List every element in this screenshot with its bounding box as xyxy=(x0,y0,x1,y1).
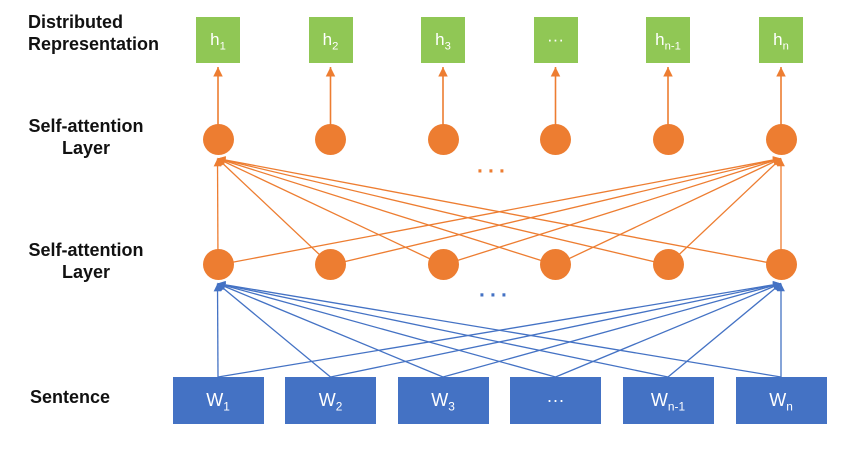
word-node-ellipsis: ··· xyxy=(510,377,601,424)
word-node-3: W3 xyxy=(397,377,489,424)
node-label: Wn xyxy=(769,390,793,414)
h-node-ellipsis: ··· xyxy=(533,17,578,63)
edge xyxy=(330,281,782,378)
node-label: h1 xyxy=(210,30,226,53)
node-label: W1 xyxy=(206,390,230,414)
h-node-3: h3 xyxy=(421,17,465,63)
attention-lower-node-4 xyxy=(540,249,571,280)
attention-lower-node-3 xyxy=(427,249,459,280)
edge xyxy=(442,157,782,266)
sentence-label: Sentence xyxy=(30,387,111,407)
self-attention-layer-1-label: Self-attention Layer xyxy=(28,116,144,158)
edge xyxy=(667,282,782,378)
edge xyxy=(213,283,222,378)
node-label-sub: n xyxy=(782,40,789,53)
h-node-n: hn xyxy=(759,17,803,63)
node-label-base: W xyxy=(206,390,224,410)
edge xyxy=(213,158,222,266)
node-label: ··· xyxy=(547,390,565,411)
edge xyxy=(555,282,782,378)
attention-upper-node-1 xyxy=(202,124,234,155)
node-label: hn-1 xyxy=(655,30,681,53)
attention-lower-node-6 xyxy=(765,249,797,280)
edge xyxy=(442,281,782,378)
node-label-sub: 3 xyxy=(444,40,451,53)
node-label-base: h xyxy=(773,30,783,49)
input-to-lower-last-edges xyxy=(217,280,785,378)
node-label-sub: 3 xyxy=(448,399,455,414)
node-label: Wn-1 xyxy=(650,390,686,414)
attention-lower-node-1 xyxy=(202,249,234,280)
node-label: h2 xyxy=(322,30,339,53)
edge xyxy=(667,158,782,266)
node-label: hn xyxy=(773,30,789,53)
node-label-base: W xyxy=(769,390,787,410)
lower-to-upper-last-edges xyxy=(217,156,785,266)
edge xyxy=(217,281,669,378)
h-node-n-1: hn-1 xyxy=(646,17,690,63)
attention-upper-node-4 xyxy=(540,124,571,155)
word-node-n-1: Wn-1 xyxy=(622,377,714,424)
edge xyxy=(217,280,782,378)
node-label: ··· xyxy=(547,30,564,50)
node-label-sub: n xyxy=(786,399,793,414)
edge xyxy=(217,282,444,378)
node-label: h3 xyxy=(435,30,451,53)
word-node-1: W1 xyxy=(172,377,264,424)
attention-upper-node-3 xyxy=(427,124,459,155)
node-label: W3 xyxy=(431,390,455,414)
node-label: W2 xyxy=(318,390,343,414)
word-node-n: Wn xyxy=(735,377,827,424)
edge xyxy=(330,156,782,266)
h-node-1: h1 xyxy=(196,17,240,63)
node-label-sub: 1 xyxy=(223,399,230,414)
node-label-sub: 2 xyxy=(332,40,339,53)
node-label-base: W xyxy=(650,390,668,410)
node-label-base: h xyxy=(435,30,445,49)
attention-upper-node-6 xyxy=(765,124,797,155)
edge xyxy=(217,158,331,266)
attention-lower-node-2 xyxy=(315,249,346,280)
ellipsis-between-sentence-and-attention: ··· xyxy=(479,284,512,307)
node-label-sub: n-1 xyxy=(667,399,686,414)
attention-upper-node-2 xyxy=(315,124,346,155)
node-label-sub: 1 xyxy=(219,40,226,53)
node-label-base: W xyxy=(431,390,449,410)
self-attention-layer-2-label: Self-attention Layer xyxy=(28,240,144,282)
attention-to-output-arrows xyxy=(213,67,786,140)
edge xyxy=(217,156,782,266)
node-label-base: ··· xyxy=(547,30,564,49)
node-label-base: ··· xyxy=(546,390,565,410)
ellipsis-between-attention-layers: ··· xyxy=(477,160,510,183)
node-label-sub: n-1 xyxy=(664,40,681,53)
word-node-2: W2 xyxy=(285,377,376,424)
node-label-base: h xyxy=(210,30,220,49)
edge xyxy=(555,157,782,266)
edge xyxy=(217,282,331,378)
node-label-sub: 2 xyxy=(335,399,343,414)
attention-lower-node-5 xyxy=(652,249,684,280)
node-label-base: h xyxy=(322,30,333,49)
h-node-2: h2 xyxy=(308,17,353,63)
distributed-representation-label: Distributed Representation xyxy=(28,12,160,54)
node-label-base: W xyxy=(318,390,336,410)
attention-upper-node-5 xyxy=(652,124,684,155)
node-label-base: h xyxy=(655,30,665,49)
